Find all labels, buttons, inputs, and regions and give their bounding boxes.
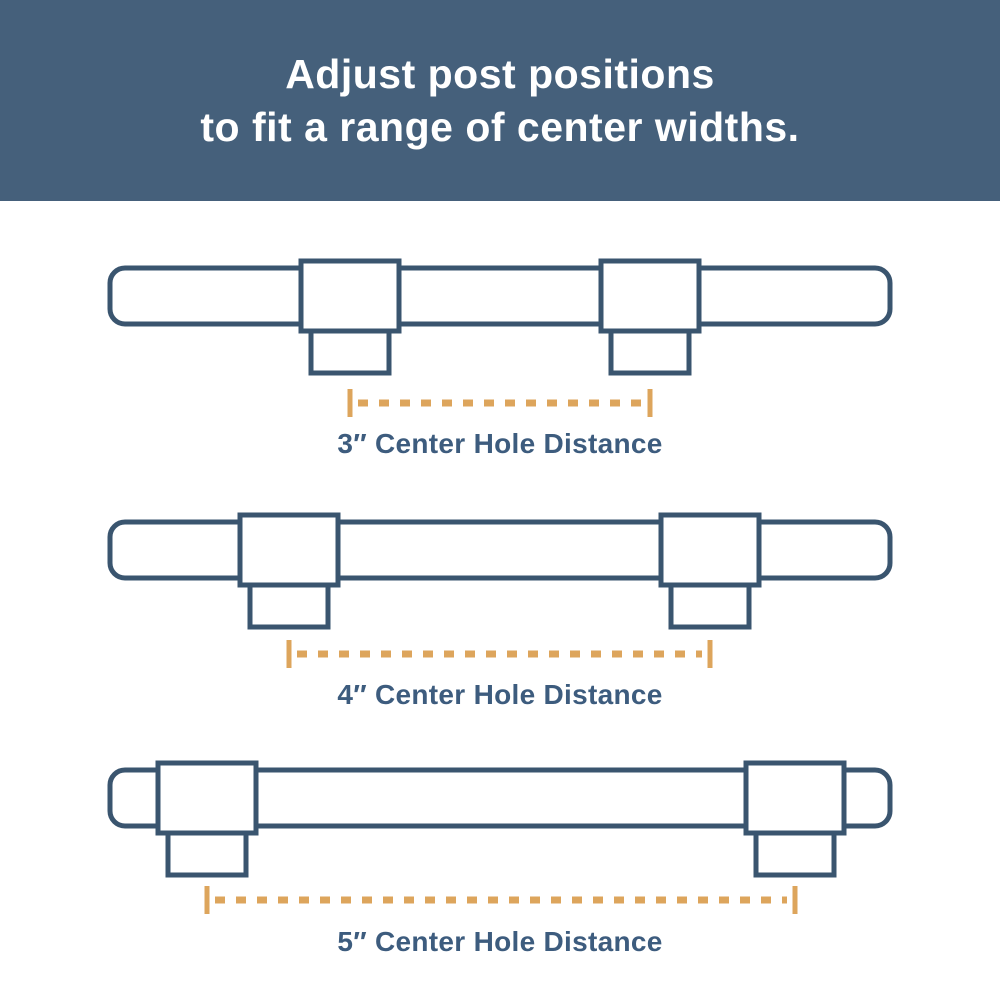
post-left [298,258,402,334]
measure-label-4in: 4″ Center Hole Distance [337,679,663,710]
post-right [743,760,847,836]
post-left [155,760,259,836]
post-base-right [753,830,837,878]
handle-diagram-5in [107,760,893,914]
header-title-line2: to fit a range of center widths. [200,103,800,150]
post-base-left [165,830,249,878]
post-left [237,512,341,588]
measure-label-5in: 5″ Center Hole Distance [337,926,663,957]
post-right [598,258,702,334]
handle-diagram-4in [107,512,893,668]
header-banner: Adjust post positions to fit a range of … [0,0,1000,201]
post-base-left [247,582,331,630]
header-title-line1: Adjust post positions [285,51,715,98]
handle-bar [107,519,893,581]
handle-diagram-3in [107,258,893,417]
post-base-left [308,328,392,376]
post-right [658,512,762,588]
post-base-right [608,328,692,376]
handle-bar [107,265,893,327]
post-base-right [668,582,752,630]
handle-bar [107,767,893,829]
measure-label-3in: 3″ Center Hole Distance [337,428,663,459]
